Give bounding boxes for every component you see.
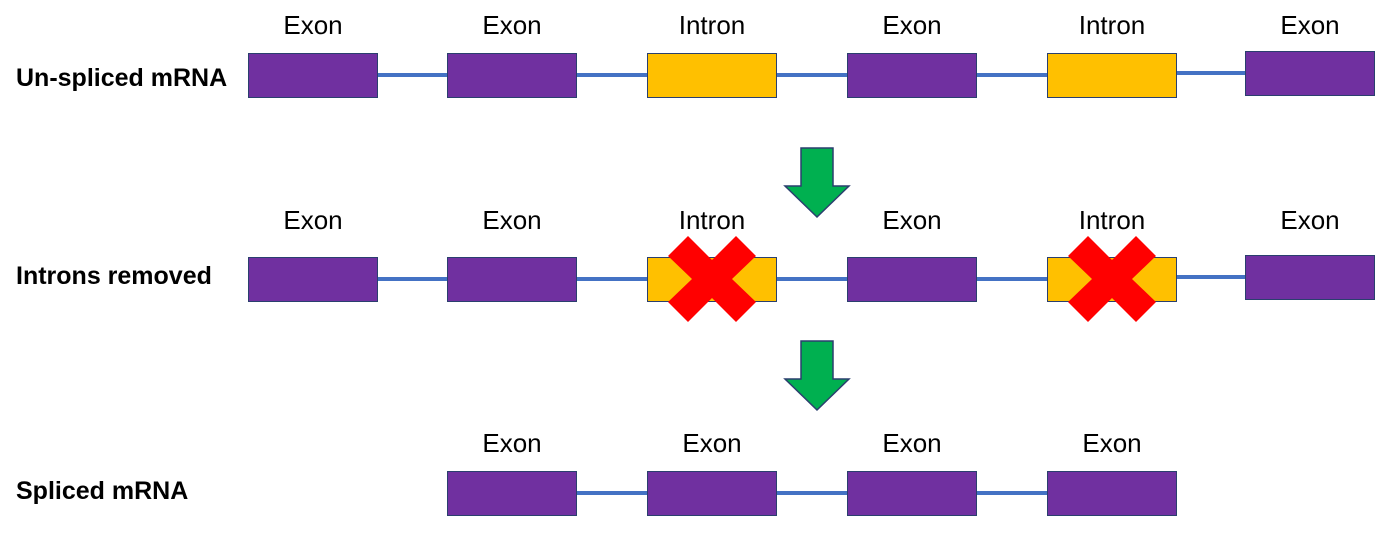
exon-block	[1245, 51, 1375, 96]
connector-line	[977, 73, 1047, 77]
connector-line	[777, 491, 847, 495]
exon-label: Exon	[482, 10, 542, 40]
exon-label: Exon	[283, 205, 343, 235]
exon-label: Exon	[682, 428, 742, 458]
exon-block	[248, 257, 378, 302]
exon-label: Exon	[1280, 205, 1340, 235]
exon-label: Exon	[1082, 428, 1142, 458]
exon-block	[447, 257, 577, 302]
connector-line	[577, 277, 647, 281]
exon-label: Exon	[1280, 10, 1340, 40]
connector-line	[977, 277, 1047, 281]
exon-block	[447, 471, 577, 516]
exon-label: Exon	[482, 428, 542, 458]
exon-block	[248, 53, 378, 98]
row-label: Spliced mRNA	[16, 477, 189, 505]
intron-block	[1047, 53, 1177, 98]
remove-x-icon	[668, 236, 756, 322]
connector-line	[977, 491, 1047, 495]
exon-block	[447, 53, 577, 98]
row-label: Introns removed	[16, 262, 212, 290]
intron-label: Intron	[678, 10, 746, 40]
exon-block	[1047, 471, 1177, 516]
intron-label: Intron	[678, 205, 746, 235]
connector-line	[577, 73, 647, 77]
exon-label: Exon	[482, 205, 542, 235]
intron-label: Intron	[1078, 205, 1146, 235]
exon-label: Exon	[882, 10, 942, 40]
row-label: Un-spliced mRNA	[16, 64, 228, 92]
connector-line	[777, 73, 847, 77]
exon-label: Exon	[882, 205, 942, 235]
intron-label: Intron	[1078, 10, 1146, 40]
intron-block	[647, 53, 777, 98]
down-arrow-icon	[783, 147, 851, 219]
exon-label: Exon	[283, 10, 343, 40]
exon-block	[847, 471, 977, 516]
connector-line	[1177, 275, 1245, 279]
connector-line	[577, 491, 647, 495]
exon-block	[1245, 255, 1375, 300]
down-arrow-icon	[783, 340, 851, 412]
connector-line	[378, 277, 447, 281]
exon-block	[847, 53, 977, 98]
remove-x-icon	[1068, 236, 1156, 322]
exon-block	[847, 257, 977, 302]
exon-block	[647, 471, 777, 516]
connector-line	[378, 73, 447, 77]
exon-label: Exon	[882, 428, 942, 458]
connector-line	[777, 277, 847, 281]
connector-line	[1177, 71, 1245, 75]
